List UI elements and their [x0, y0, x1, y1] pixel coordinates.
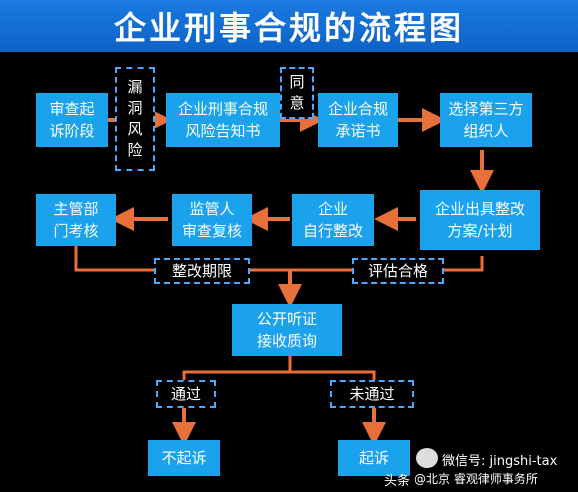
- label-not-passed: 未通过: [330, 380, 414, 408]
- watermark-firm: @北京 睿观律师事务所: [414, 472, 538, 486]
- label-rectify-deadline: 整改期限: [154, 258, 250, 284]
- node-self-rectify: 企业 自行整改: [292, 194, 374, 246]
- watermark-toutiao: 头条: [384, 474, 411, 489]
- page-title: 企业刑事合规的流程图: [113, 9, 464, 47]
- label-agree: 同 意: [280, 67, 314, 119]
- node-select-third-party: 选择第三方 组织人: [440, 93, 532, 147]
- watermark-wechat: 微信号: jingshi-tax: [442, 454, 558, 469]
- node-review-prosecution: 审查起 诉阶段: [36, 93, 108, 147]
- node-supervisor-review: 监管人 审查复核: [172, 194, 252, 246]
- node-prosecution: 起诉: [338, 440, 410, 476]
- node-dept-assessment: 主管部 门考核: [36, 194, 116, 246]
- wechat-icon: [416, 448, 438, 468]
- label-assessment-pass: 评估合格: [352, 258, 444, 284]
- node-compliance-promise: 企业合规 承诺书: [318, 93, 398, 147]
- node-risk-notice: 企业刑事合规 风险告知书: [166, 93, 280, 147]
- node-rectify-plan: 企业出具整改 方案/计划: [420, 190, 540, 250]
- node-no-prosecution: 不起诉: [148, 440, 220, 476]
- title-bar: 企业刑事合规的流程图: [0, 0, 578, 52]
- label-passed: 通过: [156, 380, 216, 408]
- label-loophole-risk: 漏 洞 风 险: [115, 67, 155, 171]
- node-public-hearing: 公开听证 接收质询: [232, 304, 342, 356]
